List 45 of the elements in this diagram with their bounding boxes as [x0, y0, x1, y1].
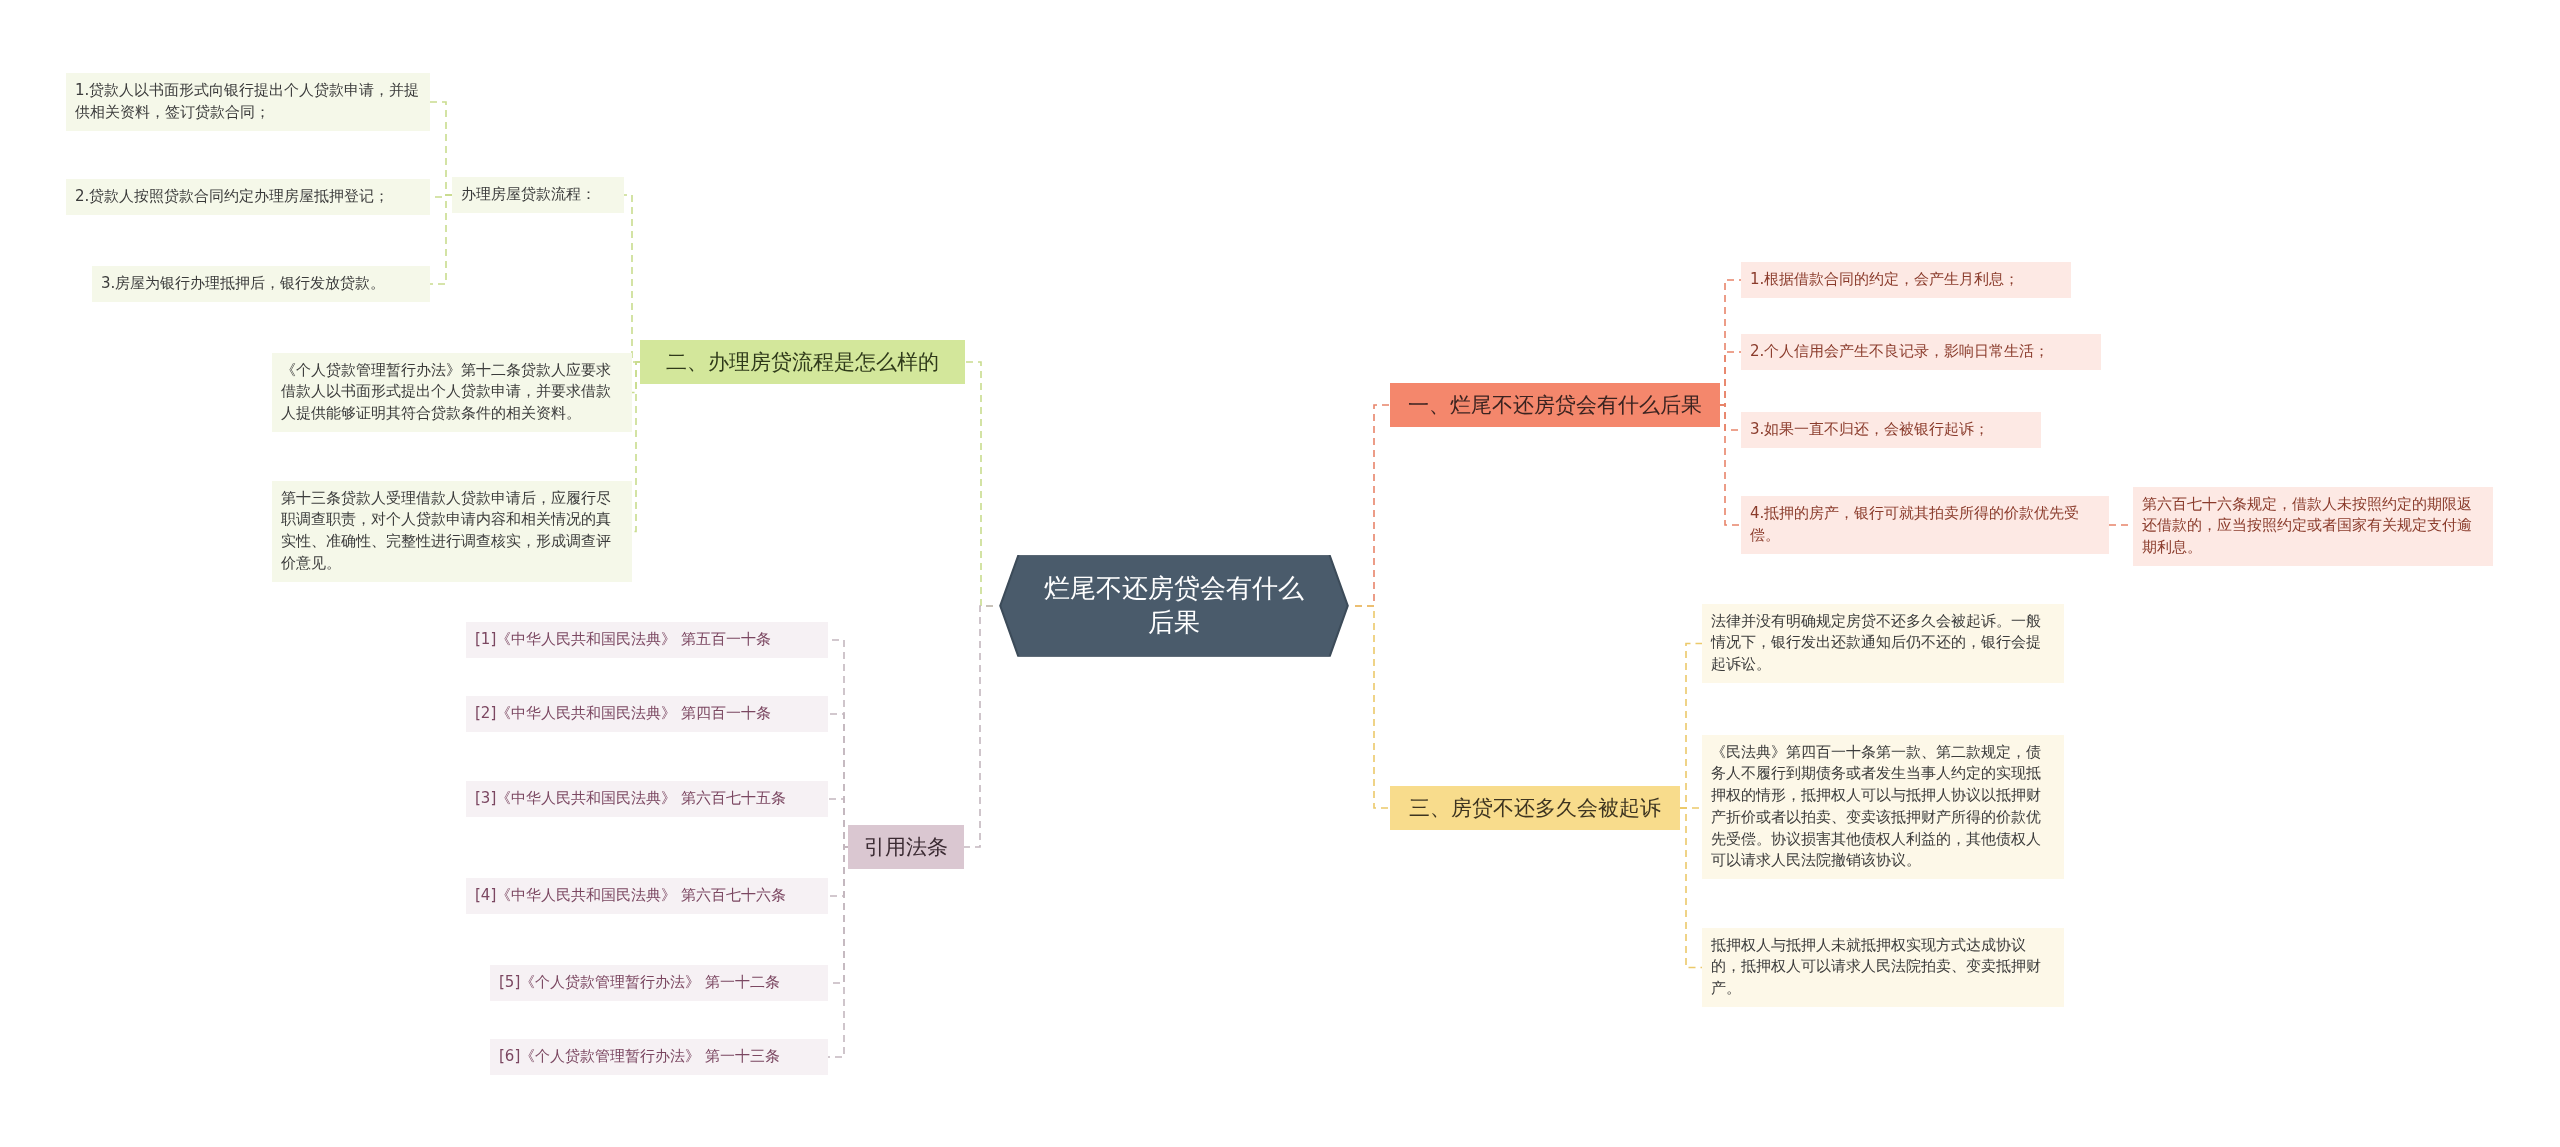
subtopic-box — [1702, 603, 2064, 683]
subtopic-text: [2]《中华人民共和国民法典》 第四百一十条 — [475, 703, 772, 724]
subtopic-box — [272, 352, 632, 432]
subtopic-text: 《个人贷款管理暂行办法》第十二条贷款人应要求借款人以书面形式提出个人贷款申请，并要求借款人提供能够证明其符合贷款条件的相关资料。 — [281, 359, 612, 424]
subtopic-text: 抵押权人与抵押人未就抵押权实现方式达成协议的，抵押权人可以请求人民法院拍卖、变卖抵押财产。 — [1711, 934, 2042, 999]
connector-line — [1679, 807, 1703, 969]
subtopic-text: 3.房屋为银行办理抵押后，银行发放贷款。 — [101, 273, 387, 294]
subtopic-box — [1741, 412, 2041, 448]
central-topic-text: 烂尾不还房贷会有什么后果 — [1043, 572, 1305, 639]
subtopic-box — [466, 781, 828, 817]
subtopic-box — [66, 73, 430, 131]
branch-topic-box — [1390, 383, 1720, 428]
subtopic-box — [1702, 927, 2064, 1007]
subtopic-text: 1.根据借款合同的约定，会产生月利息； — [1750, 269, 2021, 290]
subtopic-text: 办理房屋贷款流程： — [461, 184, 597, 205]
subtopic-box — [1741, 262, 2071, 298]
connector-line — [963, 605, 994, 848]
subtopic-text: 1.贷款人以书面形式向银行提出个人贷款申请，并提供相关资料，签订贷款合同； — [75, 80, 421, 123]
branch-topic-text: 三、房贷不还多久会被起诉 — [1408, 795, 1662, 822]
subtopic-box — [1741, 496, 2109, 554]
subtopic-box — [452, 177, 624, 213]
subtopic-box — [2133, 486, 2493, 566]
connector-line — [1354, 605, 1391, 809]
subtopic-text: [3]《中华人民共和国民法典》 第六百七十五条 — [475, 788, 787, 809]
subtopic-box — [1741, 334, 2101, 370]
subtopic-text: 第十三条贷款人受理借款人贷款申请后，应履行尽职调查职责，对个人贷款申请内容和相关情况的真实性、准确性、完整性进行调查核实，形成调查评价意见。 — [281, 487, 612, 574]
subtopic-text: 2.个人信用会产生不良记录，影响日常生活； — [1750, 341, 2051, 362]
subtopic-text: [6]《个人贷款管理暂行办法》 第一十三条 — [499, 1046, 781, 1067]
branch-topic-box — [640, 340, 965, 385]
branch-topic-text: 一、烂尾不还房贷会有什么后果 — [1407, 392, 1703, 419]
subtopic-text: 《民法典》第四百一十条第一款、第二款规定，债务人不履行到期债务或者发生当事人约定的实现抵押权的情形，抵押权人可以与抵押人协议以抵押财产折价或者以拍卖、变卖该抵押财产所得的价款优先受偿。协议损害其他债权人利益的，其他债权人可以请求人民法院撤销该协议。 — [1711, 741, 2042, 872]
subtopic-box — [490, 1039, 828, 1075]
subtopic-text: 2.贷款人按照贷款合同约定办理房屋抵押登记； — [75, 186, 391, 207]
branch-topic-box — [848, 825, 964, 870]
branch-topic-box — [1390, 786, 1680, 831]
subtopic-text: [5]《个人贷款管理暂行办法》 第一十二条 — [499, 972, 781, 993]
subtopic-text: 3.如果一直不归还，会被银行起诉； — [1750, 419, 1991, 440]
subtopic-text: [4]《中华人民共和国民法典》 第六百七十六条 — [475, 885, 787, 906]
subtopic-text: 法律并没有明确规定房贷不还多久会被起诉。一般情况下，银行发出还款通知后仍不还的，银行会提起诉讼。 — [1711, 610, 2042, 675]
branch-topic-text: 二、办理房贷流程是怎么样的 — [665, 349, 940, 376]
subtopic-box — [92, 266, 430, 302]
subtopic-text: [1]《中华人民共和国民法典》 第五百一十条 — [475, 629, 772, 650]
subtopic-text: 第六百七十六条规定，借款人未按照约定的期限返还借款的，应当按照约定或者国家有关规定支付逾期利息。 — [2142, 493, 2473, 558]
branch-topic-text: 引用法条 — [863, 834, 949, 861]
subtopic-text: 4.抵押的房产，银行可就其拍卖所得的价款优先受偿。 — [1750, 503, 2081, 546]
